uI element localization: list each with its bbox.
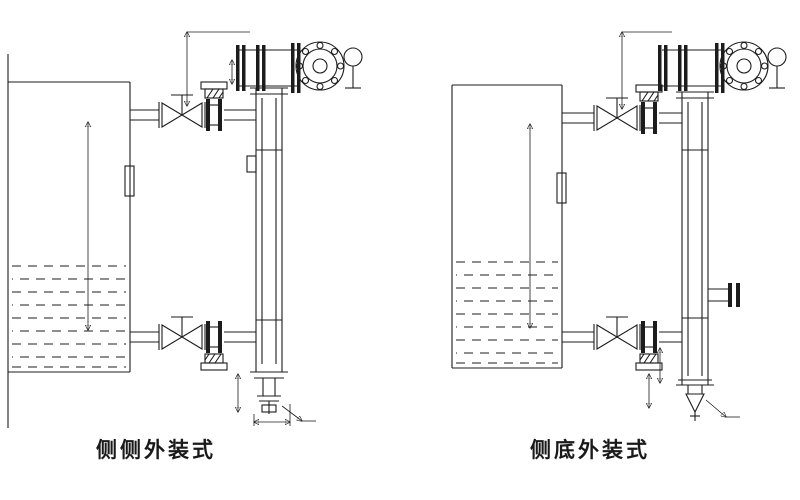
gauge-column [676, 91, 740, 421]
top-process-piping [130, 81, 256, 132]
bottom-flange-pair [640, 320, 658, 354]
liquid-hatching [12, 265, 126, 368]
drain-assembly [257, 378, 281, 414]
bottom-process-piping [130, 316, 256, 371]
tank [451, 84, 567, 369]
gauge-column [246, 87, 288, 414]
bottom-drain-fitting [200, 353, 228, 371]
bottom-drain-funnel [685, 385, 705, 421]
top-transmitter-assembly [658, 41, 787, 93]
bottom-isolation-valve [593, 316, 641, 351]
bottom-flange-pair [205, 320, 223, 354]
top-isolation-valve [158, 94, 206, 129]
left-diagram [7, 0, 363, 428]
top-vent-fitting [200, 81, 228, 99]
top-isolation-valve [593, 97, 641, 132]
small-side-flange [343, 47, 363, 89]
top-flange-pair [205, 98, 223, 132]
small-side-flange [767, 47, 787, 89]
liquid-hatching [456, 261, 558, 364]
bottom-isolation-valve [158, 316, 206, 351]
top-transmitter-assembly [236, 41, 363, 93]
top-process-piping [562, 84, 682, 135]
end-flange-face [295, 41, 345, 91]
dimension-lines [530, 32, 740, 417]
top-flange-pair [640, 101, 658, 135]
dimension-lines [88, 32, 316, 426]
right-diagram-label: 侧底外装式 [530, 438, 650, 462]
end-flange-face [719, 41, 769, 91]
side-flange-nozzle [708, 283, 740, 307]
tank [7, 54, 135, 428]
bottom-process-piping [562, 316, 682, 371]
right-diagram [451, 0, 787, 421]
bottom-drain-fitting [635, 353, 663, 371]
left-diagram-label: 侧侧外装式 [96, 438, 216, 462]
